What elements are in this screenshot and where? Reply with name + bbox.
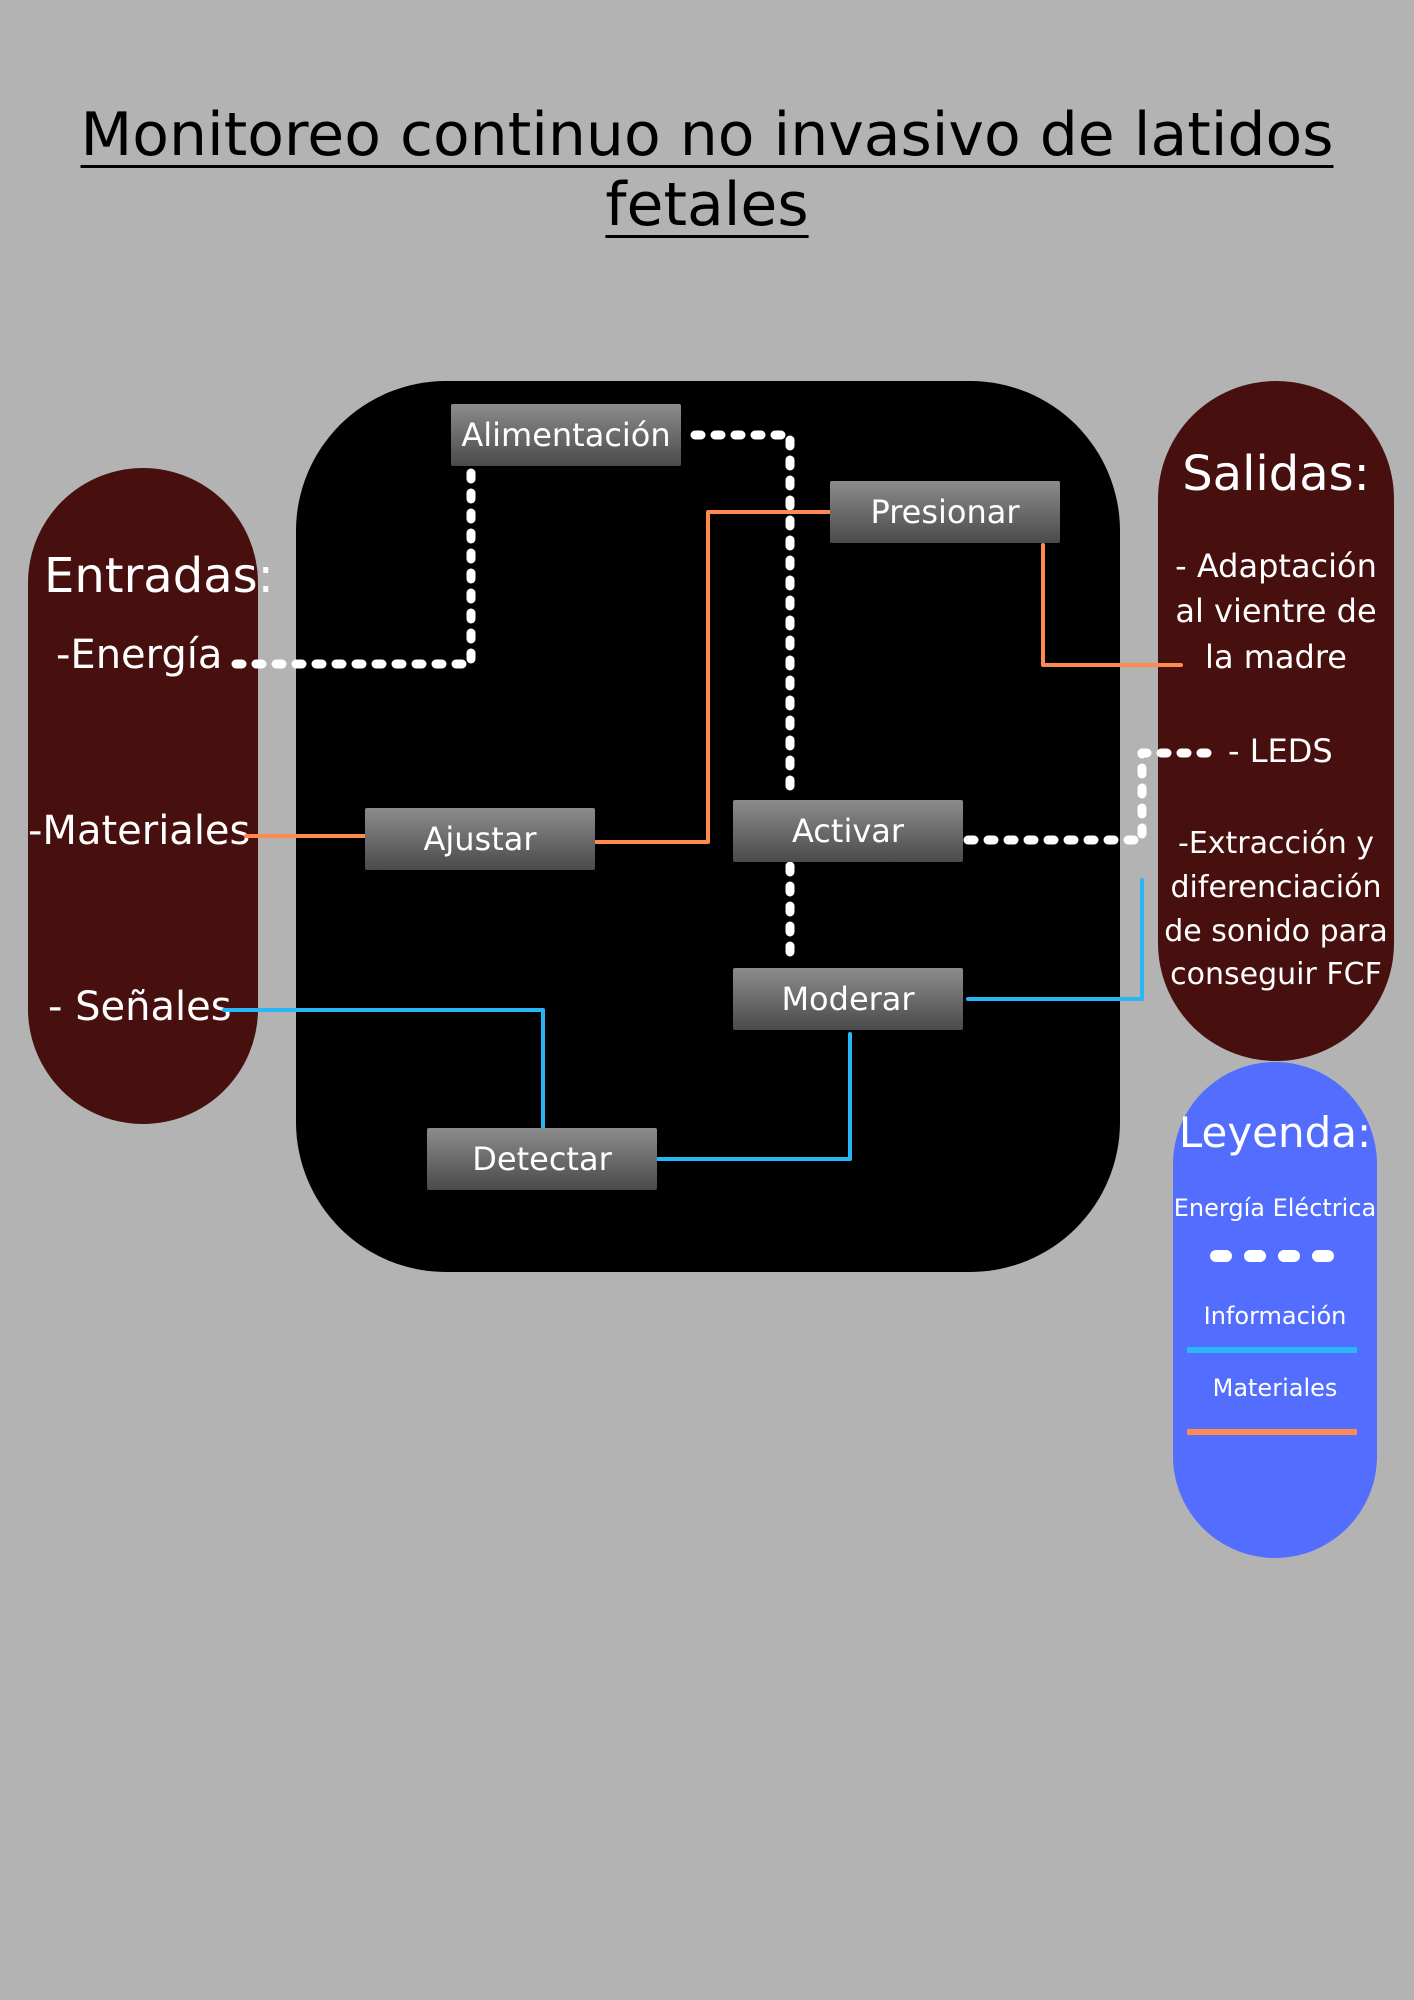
input-energy: -Energía — [56, 632, 223, 678]
information-flows — [222, 878, 1144, 1161]
info-flow-moderar-to-output — [966, 878, 1144, 1001]
output-adaptation: - Adaptación al vientre de la madre — [1175, 547, 1377, 676]
input-signals: - Señales — [48, 984, 232, 1030]
input-materials: -Materiales — [28, 808, 251, 854]
energy-flows — [231, 430, 1219, 958]
energy-flow-input-to-alimentacion — [231, 460, 476, 669]
output-extraction: -Extracción y diferenciación de sonido p… — [1164, 826, 1388, 993]
function-presionar: Presionar — [830, 481, 1060, 543]
legend-energy-label: Energía Eléctrica — [1173, 1194, 1377, 1222]
legend-information-label: Información — [1203, 1302, 1347, 1330]
function-alimentacion: Alimentación — [451, 404, 681, 466]
function-ajustar: Ajustar — [365, 808, 595, 870]
page-title: Monitoreo continuo no invasivo de latido… — [80, 100, 1334, 240]
material-flows — [244, 510, 1183, 844]
inputs-panel — [28, 468, 258, 1124]
legend-heading: Leyenda: — [1178, 1108, 1372, 1157]
energy-flow-activar-to-leds — [963, 748, 1219, 845]
outputs-panel — [1158, 381, 1394, 1061]
function-activar: Activar — [733, 800, 963, 862]
info-flow-input-to-detectar — [222, 1008, 545, 1130]
legend-panel — [1173, 1062, 1377, 1558]
function-moderar: Moderar — [733, 968, 963, 1030]
output-leds: - LEDS — [1228, 732, 1333, 770]
material-flow-presionar-to-output — [1041, 543, 1183, 667]
material-flow-ajustar-to-presionar — [593, 510, 832, 844]
info-flow-detectar-to-moderar — [655, 1032, 852, 1161]
legend-materials-label: Materiales — [1212, 1374, 1338, 1402]
inputs-heading: Entradas: — [44, 548, 274, 604]
function-detectar: Detectar — [427, 1128, 657, 1190]
outputs-heading: Salidas: — [1182, 446, 1370, 502]
legend-swatches — [1187, 1250, 1357, 1435]
